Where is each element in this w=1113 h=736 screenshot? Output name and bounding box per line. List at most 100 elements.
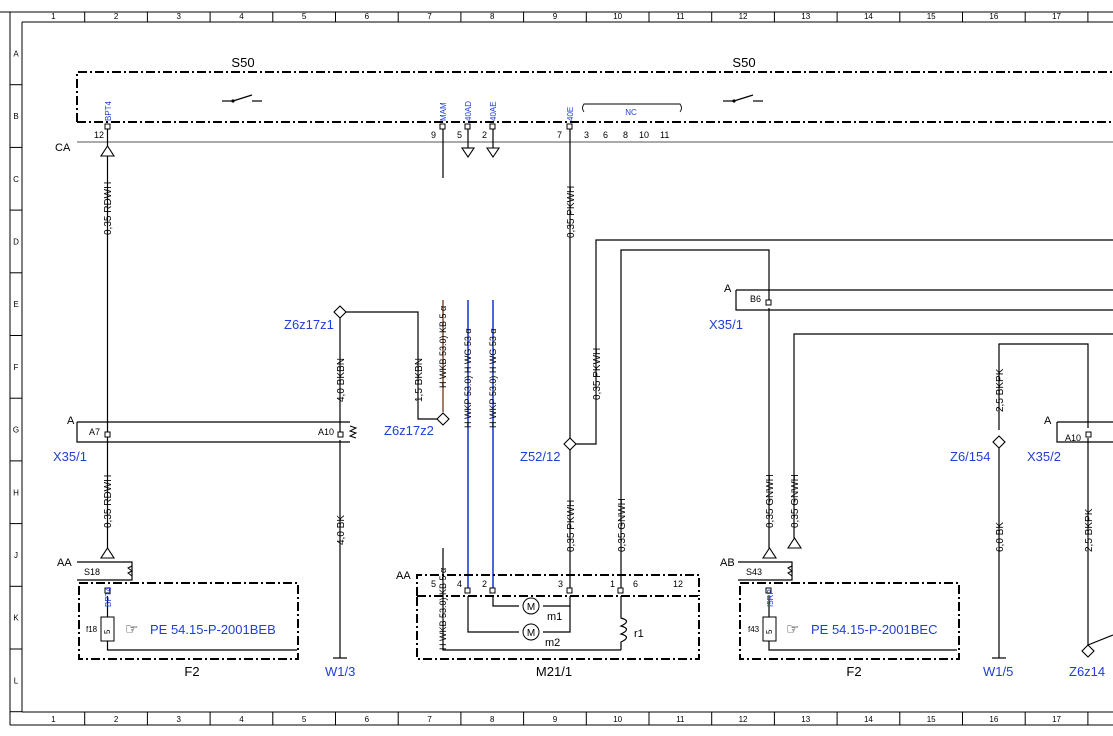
ca-pin: 10 (639, 130, 649, 140)
ca-pin: 2 (482, 130, 487, 140)
column-grid: 1122334455667788991010111112121313141415… (51, 12, 1089, 725)
fuse-box-f2-right (739, 582, 960, 660)
wire-label: 0,35 PKWH (566, 500, 577, 552)
resistor-symbol-icon (127, 425, 793, 577)
svg-text:f43: f43 (748, 625, 760, 634)
svg-text:r1: r1 (634, 628, 644, 640)
svg-text:S43: S43 (746, 567, 762, 577)
wire-label: H WKP 53.0) H WG 53 α (488, 328, 498, 428)
grid-row-label: K (13, 614, 19, 623)
wire-label: 0,35 GNWH (790, 474, 801, 528)
pe-ref-right: PE 54.15-P-2001BEC (811, 622, 937, 637)
switch-contact-right-icon (723, 94, 763, 103)
svg-text:f18: f18 (86, 625, 98, 634)
nc-bracket: NC (582, 103, 682, 117)
grid-column-label: 14 (864, 12, 873, 21)
grid-column-label: 8 (490, 715, 495, 724)
grid-column-label: 5 (302, 12, 307, 21)
grid-column-label: 12 (739, 12, 748, 21)
svg-text:m1: m1 (547, 611, 562, 623)
wire-label: H WKB 53.0) KB 5 α (438, 306, 448, 388)
wire-labels: 0,35 RDWH 0,35 PKWH 4,0 BKBN 1,5 BKBN H … (103, 182, 1095, 650)
svg-text:A10: A10 (1065, 433, 1081, 443)
svg-text:A: A (1044, 415, 1052, 427)
ca-pin: 9 (431, 130, 436, 140)
svg-text:I5RP: I5RP (766, 589, 775, 607)
w1-3-label: W1/3 (325, 664, 355, 679)
wire-label: 0,35 PKWH (592, 348, 603, 400)
wire-label: 0,35 GNWH (765, 474, 776, 528)
svg-text:NC: NC (625, 108, 637, 117)
grid-row-label: H (13, 488, 19, 497)
ca-pin: 3 (584, 130, 589, 140)
grid-column-label: 15 (927, 715, 936, 724)
grid-column-label: 8 (490, 12, 495, 21)
signal-40e: 40E (566, 107, 575, 121)
svg-text:A7: A7 (89, 427, 100, 437)
f2-right-label: F2 (846, 664, 861, 679)
svg-text:M: M (527, 602, 535, 613)
pointing-hand-left-icon: ☞ (125, 621, 138, 638)
svg-text:AA: AA (396, 570, 411, 582)
s50-left-label: S50 (231, 55, 254, 70)
wire-label: 1,5 BKBN (414, 358, 425, 402)
svg-text:AA: AA (57, 557, 72, 569)
svg-text:12: 12 (673, 579, 683, 589)
grid-column-label: 12 (739, 715, 748, 724)
grid-row-label: D (13, 237, 19, 246)
grid-column-label: 9 (553, 715, 558, 724)
x35-2-label: X35/2 (1027, 449, 1061, 464)
svg-text:4: 4 (457, 579, 462, 589)
grid-column-label: 6 (365, 12, 370, 21)
ground-arrow-icons (99, 144, 803, 559)
grid-column-label: 7 (427, 12, 432, 21)
grid-row-label: J (14, 551, 18, 560)
grid-column-label: 4 (239, 12, 244, 21)
svg-text:5: 5 (431, 579, 436, 589)
grid-column-label: 9 (553, 12, 558, 21)
fuse-box-f2-left (78, 582, 299, 660)
svg-text:5: 5 (103, 629, 112, 634)
grid-row-label: G (13, 426, 19, 435)
svg-text:5: 5 (765, 629, 774, 634)
z52-12-label: Z52/12 (520, 449, 560, 464)
wire-label: 4,0 BK (336, 515, 347, 545)
ca-label: CA (55, 142, 71, 154)
terminal-labels: A A7 A10 A B6 A A10 AA S18 BPT4 f18 5 AA… (57, 283, 1081, 649)
wire-label: 0,35 PKWH (566, 186, 577, 238)
grid-column-label: 5 (302, 715, 307, 724)
grid-row-label: L (14, 676, 19, 685)
grid-row-label: C (13, 175, 19, 184)
pe-ref-left: PE 54.15-P-2001BEB (150, 622, 276, 637)
fuse-f43-icon (762, 616, 777, 642)
wire-label: 4,0 BKBN (336, 358, 347, 402)
sheet-frame (0, 11, 1113, 726)
connector-aa-mid (416, 574, 700, 596)
svg-text:A: A (724, 283, 732, 295)
ca-pin: 5 (457, 130, 462, 140)
f2-left-label: F2 (184, 664, 199, 679)
svg-text:S18: S18 (84, 567, 100, 577)
motor-m2-icon: M (522, 623, 540, 641)
grid-column-label: 10 (613, 12, 622, 21)
grid-column-label: 3 (177, 12, 182, 21)
signal-mam: MAM (439, 102, 448, 121)
component-labels: X35/1 X35/1 X35/2 Z6z17z1 Z6z17z2 Z52/12… (53, 317, 1105, 679)
z6-154-label: Z6/154 (950, 449, 990, 464)
grid-column-label: 3 (177, 715, 182, 724)
svg-text:☞: ☞ (786, 621, 799, 638)
wire-label: 0,35 GNWH (617, 498, 628, 552)
grid-column-label: 16 (989, 715, 998, 724)
grid-column-label: 11 (676, 715, 685, 724)
grid-column-label: 14 (864, 715, 873, 724)
grid-column-label: 13 (801, 12, 810, 21)
svg-text:1: 1 (610, 579, 615, 589)
signal-40ae: 40AE (489, 101, 498, 121)
svg-text:2: 2 (482, 579, 487, 589)
wire-label: H WKB 53.0) KB 5 α (438, 568, 448, 650)
grid-column-label: 4 (239, 715, 244, 724)
wire-label: 0,35 RDWH (103, 182, 114, 235)
svg-text:m2: m2 (545, 637, 560, 649)
ca-pin: 7 (557, 130, 562, 140)
ca-pin: 12 (94, 130, 104, 140)
